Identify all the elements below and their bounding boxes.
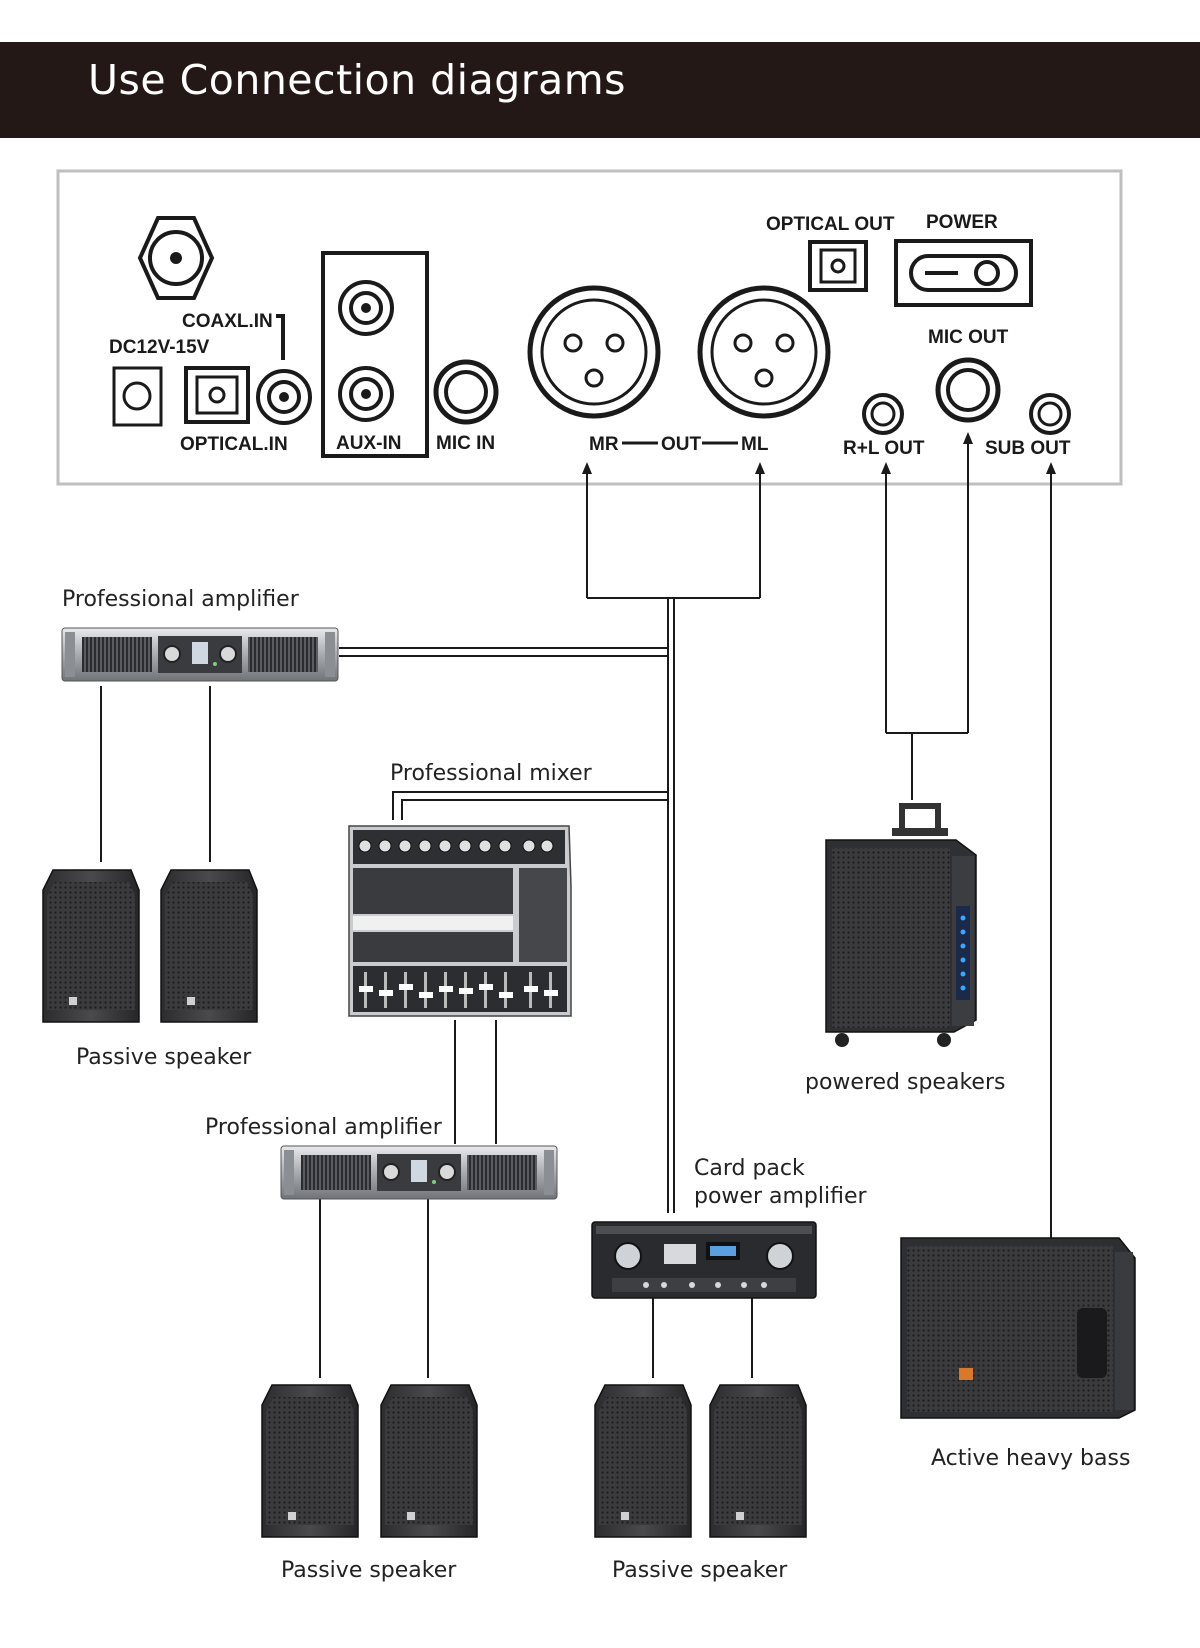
coax-jack-icon <box>137 216 215 300</box>
rl-out-label: R+L OUT <box>843 438 925 459</box>
passive-speaker-icon <box>380 1384 478 1538</box>
coax-in-label: COAXL.IN <box>182 311 273 332</box>
connection-lines <box>100 432 1056 1378</box>
xlr-ml-jack-icon <box>697 285 831 419</box>
sub-out-label: SUB OUT <box>985 438 1071 459</box>
xlr-mr-jack-icon <box>527 285 661 419</box>
title-banner <box>0 42 1200 138</box>
passive-speaker-icon <box>261 1384 359 1538</box>
passive1-caption: Passive speaker <box>76 1045 252 1070</box>
passive3-caption: Passive speaker <box>612 1558 788 1583</box>
rl-out-jack-icon <box>862 393 904 435</box>
amplifier-icon <box>280 1145 558 1200</box>
mr-label: MR <box>589 434 619 455</box>
passive-speaker-icon <box>160 869 258 1023</box>
optical-in-label: OPTICAL.IN <box>180 434 288 455</box>
dc-in-label: DC12V-15V <box>109 337 210 358</box>
dc-jack-icon <box>112 366 163 427</box>
mic-in-label: MIC IN <box>436 433 495 454</box>
amplifier-icon <box>61 627 339 682</box>
passive-speaker-icon <box>42 869 140 1023</box>
power-switch-icon <box>894 239 1033 307</box>
powered-speaker-icon <box>825 803 977 1047</box>
mic-out-jack-icon <box>935 357 1001 423</box>
optical-out-port-icon <box>808 240 868 292</box>
optical-in-port-icon <box>184 366 250 424</box>
aux-in-label: AUX-IN <box>336 433 401 454</box>
panel-border <box>56 169 1123 486</box>
passive-speaker-icon <box>709 1384 807 1538</box>
amp1-caption: Professional amplifier <box>62 587 300 612</box>
card-amplifier-icon <box>591 1221 817 1299</box>
card-amp-caption-line1: Card pack <box>694 1156 805 1181</box>
passive2-caption: Passive speaker <box>281 1558 457 1583</box>
mic-in-jack-icon <box>433 359 499 425</box>
page-title: Use Connection diagrams <box>88 56 626 104</box>
optical-out-label: OPTICAL OUT <box>766 214 895 235</box>
out-label: OUT <box>661 434 702 455</box>
passive-speaker-icon <box>594 1384 692 1538</box>
power-label: POWER <box>926 212 998 233</box>
ml-label: ML <box>741 434 769 455</box>
mixer-caption: Professional mixer <box>390 761 593 786</box>
subwoofer-caption: Active heavy bass <box>931 1446 1130 1471</box>
amp2-caption: Professional amplifier <box>205 1115 443 1140</box>
mic-out-label: MIC OUT <box>928 327 1009 348</box>
rear-panel: COAXL.IN DC12V-15V OPTICAL.IN <box>56 169 1123 486</box>
aux-in-jacks-icon <box>321 251 429 458</box>
coax-rca-jack-icon <box>256 369 312 425</box>
sub-out-jack-icon <box>1029 393 1071 435</box>
mixer-icon <box>348 825 572 1017</box>
subwoofer-icon <box>900 1237 1136 1419</box>
card-amp-caption-line2: power amplifier <box>694 1184 867 1209</box>
powered-caption: powered speakers <box>805 1070 1005 1095</box>
